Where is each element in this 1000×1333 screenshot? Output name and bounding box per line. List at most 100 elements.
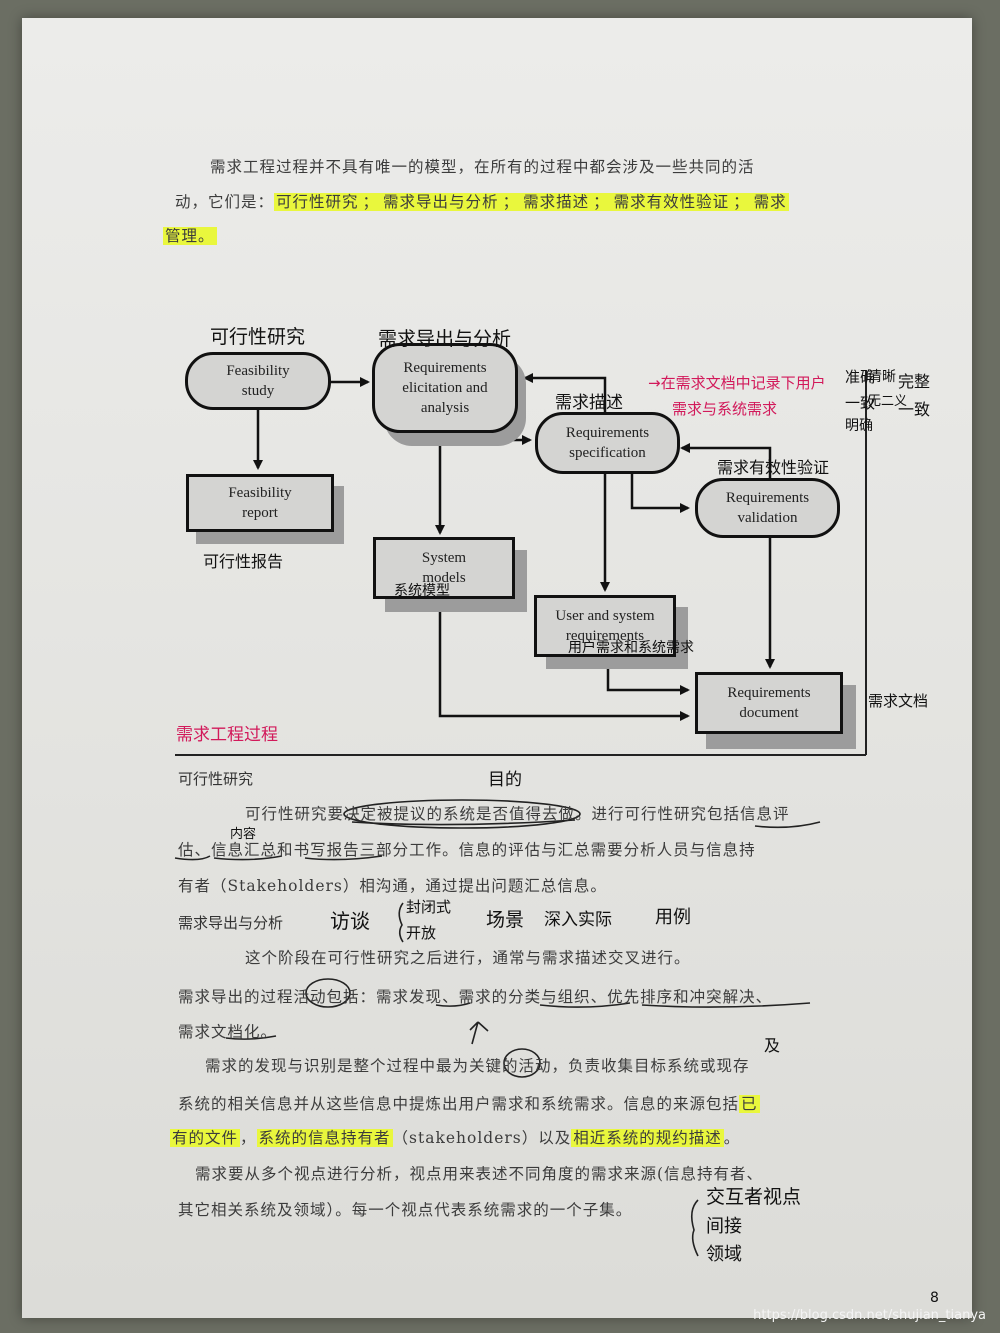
node-specification-label: Requirements specification bbox=[565, 424, 650, 461]
anno-validation: 需求有效性验证 bbox=[717, 458, 830, 477]
hand-scenario: 场景 bbox=[486, 909, 525, 931]
heading-elicitation: 需求导出与分析 bbox=[178, 914, 284, 932]
s1-line-1: 可行性研究要决定被提议的系统是否值得去做。进行可行性研究包括信息评 bbox=[245, 802, 790, 824]
anno-specification: 需求描述 bbox=[555, 393, 623, 413]
circle-activity bbox=[305, 978, 351, 1008]
hl-feasibility: 可行性研究 bbox=[274, 193, 361, 211]
hand-content: 内容 bbox=[230, 827, 257, 842]
anno-side-b1: 清晰 bbox=[868, 369, 896, 385]
s2-p3-hl-1: 已 bbox=[739, 1095, 760, 1113]
hl-specification: 需求描述 bbox=[521, 193, 592, 211]
anno-side-c1: 完整 bbox=[898, 372, 931, 391]
s2-p2-b: 活动 bbox=[293, 988, 327, 1006]
node-validation-label: Requirements validation bbox=[725, 489, 810, 526]
hand-open: 开放 bbox=[406, 924, 437, 942]
s2-p3-hl-3: 系统的信息持有者 bbox=[256, 1129, 393, 1147]
s1-l1-a: 可行性研究要决定 bbox=[245, 805, 378, 823]
anno-side-a2: 一致 bbox=[845, 394, 876, 412]
s2-p3-line-2: 系统的相关信息并从这些信息中提炼出用户需求和系统需求。信息的来源包括已 bbox=[178, 1092, 760, 1114]
hand-viewpoint-1: 交互者视点 bbox=[706, 1186, 802, 1208]
underline-eval bbox=[174, 855, 211, 861]
hl-sep-2: ； bbox=[500, 193, 522, 211]
s2-p2-i: 、 bbox=[755, 988, 773, 1006]
s2-p3-a: 需求的发现与识别是整个过程中最为 bbox=[205, 1057, 470, 1075]
underline-document bbox=[225, 1035, 277, 1040]
underline-summary bbox=[213, 855, 283, 861]
caret-arrow bbox=[469, 1021, 489, 1045]
s1-l2-a: 估 bbox=[178, 841, 195, 859]
s2-p2-l: 。 bbox=[260, 1023, 278, 1041]
circle-key bbox=[503, 1048, 541, 1078]
arrow-validation-spec bbox=[680, 443, 772, 478]
s2-p3-line-3: 有的文件，系统的信息持有者（stakeholders）以及相近系统的规约描述。 bbox=[170, 1126, 740, 1148]
hand-interview: 访谈 bbox=[330, 909, 370, 933]
circle-worth bbox=[343, 799, 581, 829]
underline-discover bbox=[435, 1002, 471, 1007]
page-number: 8 bbox=[930, 1290, 939, 1306]
intro-line-2: 动，它们是：可行性研究；需求导出与分析；需求描述；需求有效性验证；需求 bbox=[175, 190, 789, 212]
s2-p2-j: 需求 bbox=[178, 1023, 212, 1041]
anno-elicitation: 需求导出与分析 bbox=[378, 328, 512, 350]
hand-ethnography: 深入实际 bbox=[544, 910, 612, 930]
s1-l2-f: 三部分工作。信息的评估与汇总需要分析人员与信息持 bbox=[359, 841, 756, 859]
s2-p3-e: ， bbox=[240, 1129, 257, 1147]
hl-sep-1: ； bbox=[360, 193, 382, 211]
s2-p2-line-1: 需求导出的过程活动包括：需求发现、需求的分类与组织、优先排序和冲突解决、 bbox=[178, 985, 772, 1007]
anno-req-document: 需求文档 bbox=[868, 692, 929, 710]
node-feasibility-study: Feasibility study bbox=[185, 352, 331, 410]
s1-l1-d: 信息评 bbox=[740, 805, 790, 823]
arrow-spec-elicitation bbox=[523, 373, 607, 412]
intro-prefix: 动，它们是： bbox=[175, 193, 275, 211]
s2-p2-h: 优先排序和冲突解决 bbox=[607, 988, 756, 1006]
s2-p4-line-2: 其它相关系统及领域）。每一个视点代表系统需求的一个子集。 bbox=[178, 1201, 633, 1219]
anno-user-system: 用户需求和系统需求 bbox=[568, 640, 694, 656]
node-system-models: System models bbox=[373, 537, 515, 599]
node-feasibility-report-label: Feasibility report bbox=[228, 484, 292, 521]
s2-p3-line-1: 需求的发现与识别是整个过程中最为关键的活动，负责收集目标系统或现存 bbox=[205, 1054, 750, 1076]
s2-p2-k: 文档化 bbox=[211, 1023, 261, 1041]
hl-management-1: 需求 bbox=[751, 193, 789, 211]
s2-p3-hl-2: 有的文件 bbox=[170, 1129, 241, 1147]
s2-p2-c: 包括：需求 bbox=[326, 988, 410, 1006]
anno-system-models: 系统模型 bbox=[394, 583, 450, 599]
node-req-document-label: Requirements document bbox=[727, 684, 811, 721]
s1-l2-e: 书写报告 bbox=[293, 841, 360, 859]
anno-side-b3: 明确 bbox=[845, 418, 873, 434]
node-validation: Requirements validation bbox=[695, 478, 840, 538]
anno-side-b2: 无二义 bbox=[868, 394, 908, 409]
anno-side-a1: 准确 bbox=[845, 368, 876, 386]
s2-p3-hl-4: 相近系统的规约描述 bbox=[571, 1129, 724, 1147]
s1-l1-c: 。进行可行性研究包括 bbox=[575, 805, 741, 823]
s1-line-2: 估、信息汇总和书写报告三部分工作。信息的评估与汇总需要分析人员与信息持 bbox=[178, 838, 756, 860]
node-elicitation-label: Requirements elicitation and analysis bbox=[402, 359, 488, 417]
underline-report bbox=[304, 855, 383, 861]
anno-side-c2: 一致 bbox=[898, 400, 931, 419]
hl-management-2: 管理。 bbox=[163, 227, 217, 245]
heading-feasibility: 可行性研究 bbox=[178, 770, 254, 788]
hand-viewpoint-3: 领域 bbox=[706, 1244, 742, 1265]
hl-sep-4: ； bbox=[731, 193, 752, 211]
hand-viewpoint-2: 间接 bbox=[706, 1216, 742, 1237]
underline-priority bbox=[641, 1002, 811, 1008]
intro-line-1: 需求工程过程并不具有唯一的模型，在所有的过程中都会涉及一些共同的活 bbox=[210, 158, 755, 176]
anno-process-label: 需求工程过程 bbox=[176, 725, 278, 745]
s2-p4-line-1: 需求要从多个视点进行分析，视点用来表述不同角度的需求来源(信息持有者、 bbox=[195, 1165, 764, 1183]
s2-p2-f: 分类与组织 bbox=[508, 988, 591, 1006]
s2-p3-b: 关键 bbox=[469, 1057, 503, 1075]
hl-sep-3: ； bbox=[591, 193, 612, 211]
brace-viewpoints bbox=[690, 1199, 699, 1257]
s2-p2-g: 、 bbox=[590, 988, 608, 1006]
hand-other: 用例 bbox=[655, 907, 691, 928]
hand-closed: 封闭式 bbox=[406, 898, 452, 916]
intro-line-3: 管理。 bbox=[163, 224, 217, 246]
anno-spec-note-2: 需求与系统需求 bbox=[672, 400, 778, 418]
s1-l1-b: 被提议的系统是否值得去做 bbox=[377, 805, 576, 823]
s2-p2-a: 需求导出的过程 bbox=[178, 988, 294, 1006]
anno-feasibility-study: 可行性研究 bbox=[210, 326, 306, 348]
brace-interview bbox=[398, 902, 404, 943]
anno-feasibility-report: 可行性报告 bbox=[203, 552, 284, 571]
s1-l2-c: 信息汇总 bbox=[211, 841, 278, 859]
hl-validation: 需求有效性验证 bbox=[611, 193, 732, 211]
node-elicitation: Requirements elicitation and analysis bbox=[372, 343, 518, 433]
